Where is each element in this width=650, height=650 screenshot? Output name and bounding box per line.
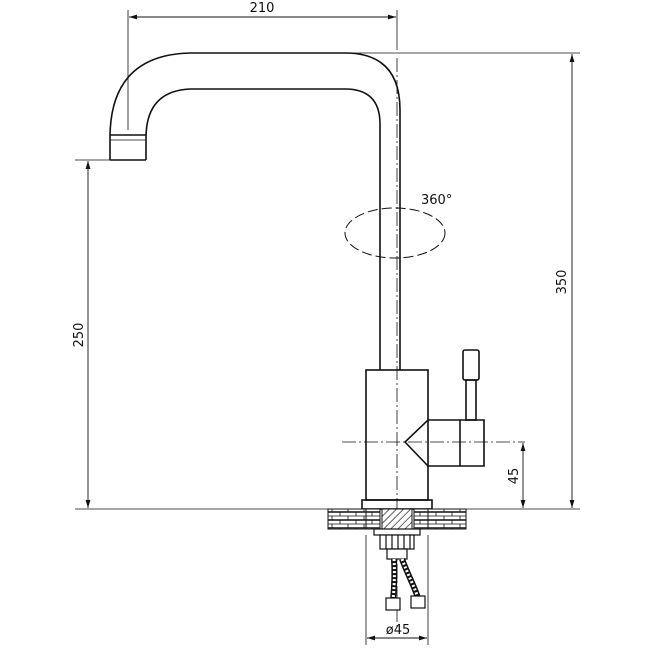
rotation-label: 360° — [421, 193, 452, 208]
faucet-body — [361, 349, 485, 510]
faucet-spout — [109, 52, 401, 370]
supply-hoses — [385, 557, 426, 611]
dimension-lever-height: 45 — [507, 443, 526, 508]
dimension-width: 210 — [127, 1, 398, 130]
rotation-indicator: 360° — [344, 193, 452, 259]
diameter-label: ø45 — [386, 623, 411, 638]
lever-height-label: 45 — [507, 468, 522, 485]
dimension-total-height: 350 — [345, 52, 580, 510]
spout-height-label: 250 — [72, 323, 87, 348]
total-height-label: 350 — [555, 270, 570, 295]
center-lines — [342, 58, 525, 630]
dimension-spout-height: 250 — [72, 159, 362, 510]
dimension-diameter: ø45 — [365, 535, 429, 645]
width-label: 210 — [250, 1, 275, 16]
countertop — [327, 508, 467, 530]
mounting-hardware — [373, 528, 421, 560]
